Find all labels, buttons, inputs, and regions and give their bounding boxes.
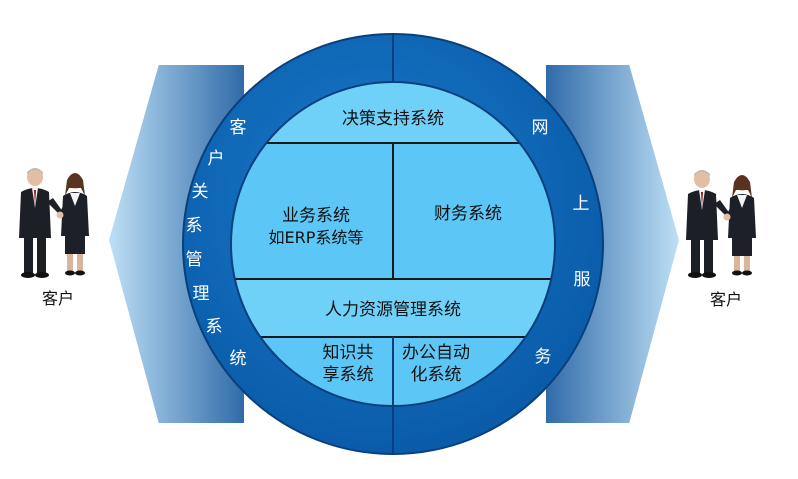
knowledge-sharing-label-1: 知识共 xyxy=(323,343,374,363)
decision-support-label: 决策支持系统 xyxy=(342,109,444,129)
crm-char: 户 xyxy=(208,149,225,169)
finance-system-label: 财务系统 xyxy=(434,204,502,224)
business-system-label-2: 如ERP系统等 xyxy=(269,228,364,247)
knowledge-sharing-label-2: 享系统 xyxy=(323,365,374,385)
crm-char: 统 xyxy=(230,349,247,369)
crm-char: 客 xyxy=(230,118,247,138)
right-client-handshake-icon xyxy=(686,170,756,278)
online-service-char: 服 xyxy=(574,270,591,290)
crm-char: 系 xyxy=(186,216,203,236)
left-client-handshake-icon xyxy=(19,168,89,278)
online-service-char: 网 xyxy=(532,118,549,138)
office-automation-label-2: 化系统 xyxy=(411,365,462,385)
office-automation-label-1: 办公自动 xyxy=(402,343,470,363)
online-service-char: 上 xyxy=(573,194,590,214)
hr-system-label: 人力资源管理系统 xyxy=(325,300,461,320)
crm-char: 关 xyxy=(192,182,209,202)
left-client-label: 客户 xyxy=(42,289,74,308)
crm-ring-label: 客 户 关 系 管 理 系 统 xyxy=(186,118,247,369)
crm-char: 管 xyxy=(186,250,203,270)
crm-char: 系 xyxy=(206,317,223,337)
online-service-ring-label: 网 上 服 务 xyxy=(532,118,591,367)
crm-char: 理 xyxy=(193,284,210,304)
online-service-char: 务 xyxy=(535,347,552,367)
business-system-label-1: 业务系统 xyxy=(282,206,350,226)
right-client-label: 客户 xyxy=(710,290,742,309)
